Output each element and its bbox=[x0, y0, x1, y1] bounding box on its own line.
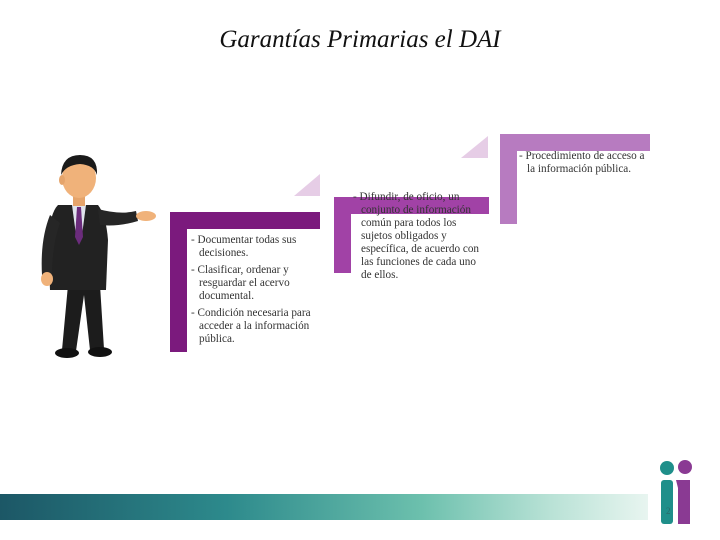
step-1-fold bbox=[294, 174, 320, 196]
step-3-text: - Procedimiento de acceso a la informaci… bbox=[519, 150, 649, 180]
presenter-figure bbox=[41, 155, 156, 358]
step-1-item: - Condición necesaria para acceder a la … bbox=[191, 307, 311, 345]
slide-title: Garantías Primarias el DAI bbox=[219, 26, 501, 53]
page-number: 2 bbox=[666, 506, 671, 516]
step-2-item: - Difundir, de oficio, un conjunto de in… bbox=[353, 191, 480, 281]
step-2-text: - Difundir, de oficio, un conjunto de in… bbox=[353, 191, 483, 286]
step-1-item: - Documentar todas sus decisiones. bbox=[191, 234, 297, 259]
step-3-stem bbox=[500, 134, 517, 224]
institution-logo-icon bbox=[660, 460, 692, 524]
step-2-stem bbox=[334, 197, 351, 273]
footer-band bbox=[0, 494, 648, 520]
step-2-fold bbox=[461, 136, 488, 158]
step-1-text: - Documentar todas sus decisiones. - Cla… bbox=[191, 234, 321, 350]
step-2-bar bbox=[334, 197, 489, 214]
step-1-stem bbox=[170, 212, 187, 352]
step-1-item: - Clasificar, ordenar y resguardar el ac… bbox=[191, 264, 290, 302]
step-3-bar bbox=[500, 134, 650, 151]
step-3-item: - Procedimiento de acceso a la informaci… bbox=[519, 150, 645, 175]
step-1-bar bbox=[170, 212, 320, 229]
